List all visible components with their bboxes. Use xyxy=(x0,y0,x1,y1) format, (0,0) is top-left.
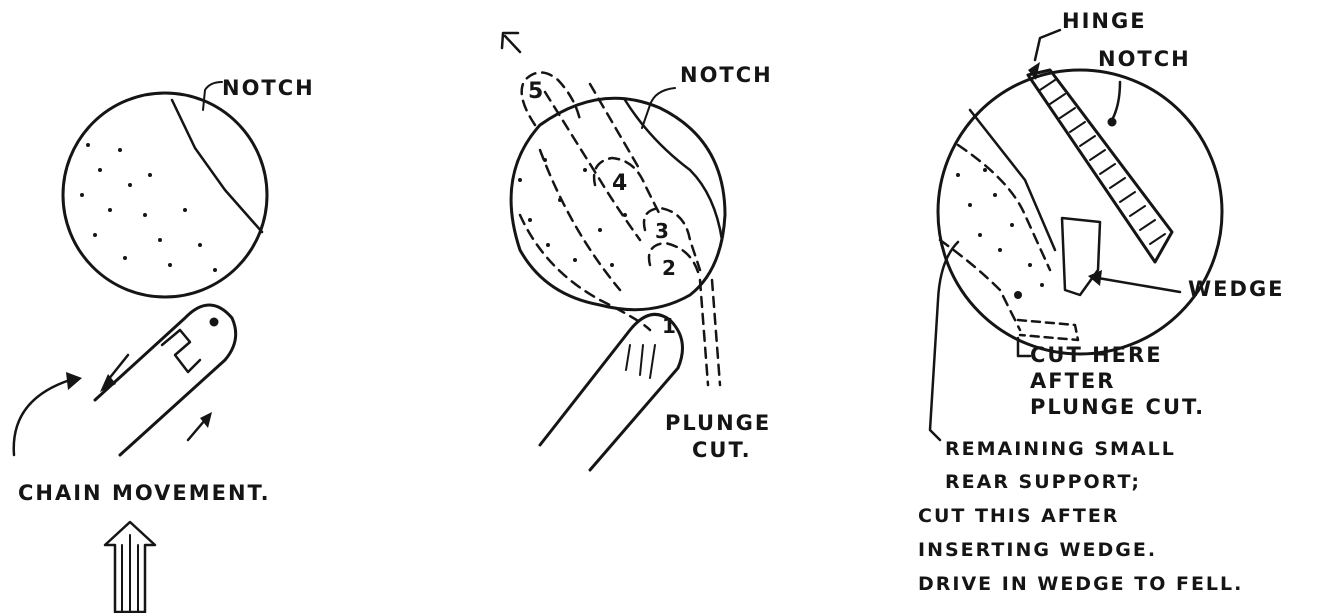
saw-bar-left xyxy=(95,305,236,455)
wood-dots-left xyxy=(80,143,217,272)
step-number-4: 4 xyxy=(612,171,629,196)
curved-dashed-line-2 xyxy=(540,150,620,290)
remaining-line-4: INSERTING WEDGE. xyxy=(918,539,1157,561)
plunge-label-line-1: PLUNGE xyxy=(665,411,771,435)
chain-movement-label: CHAIN MOVEMENT. xyxy=(18,481,271,505)
dashed-cut-line-2 xyxy=(940,240,1020,330)
curved-chain-arrow xyxy=(14,380,70,455)
notch-dot xyxy=(1108,118,1117,127)
rear-support-leader xyxy=(930,242,958,440)
remaining-line-5: DRIVE IN WEDGE TO FELL. xyxy=(918,573,1243,595)
plunge-label-line-2: CUT. xyxy=(692,438,752,462)
notch-label-left: NOTCH xyxy=(222,76,315,100)
withdraw-arrow xyxy=(505,36,520,52)
cut-here-line-3: PLUNGE CUT. xyxy=(1030,395,1205,419)
remaining-line-3: CUT THIS AFTER xyxy=(918,505,1119,527)
step-number-1: 1 xyxy=(662,314,678,338)
notch-label-middle: NOTCH xyxy=(680,63,773,87)
left-panel: NOTCH CHAIN MOVEMENT. xyxy=(14,76,315,612)
saw-tooth-left xyxy=(162,330,200,372)
bar-stripes-middle xyxy=(626,345,655,378)
curved-arrowhead xyxy=(66,372,82,390)
chain-arrow-up xyxy=(188,420,205,440)
hinge-label: HINGE xyxy=(1062,9,1147,33)
notch-label-right: NOTCH xyxy=(1098,47,1191,71)
hinge-leader xyxy=(1035,30,1060,60)
notch-line-left xyxy=(172,100,262,232)
wedge-label: WEDGE xyxy=(1188,277,1285,301)
middle-panel: NOTCH 5 4 3 2 1 PLUNGE CUT. xyxy=(502,33,773,470)
notch-line-middle xyxy=(625,100,722,240)
wedge-shape xyxy=(1062,218,1100,295)
chain-arrow-down xyxy=(108,355,128,380)
arrow-stripes xyxy=(122,535,138,612)
plunge-entry-lines xyxy=(700,280,720,385)
log-cross-section-right xyxy=(938,70,1222,354)
remaining-line-2: REAR SUPPORT; xyxy=(945,471,1141,493)
cut-here-line-2: AFTER xyxy=(1030,369,1115,393)
cut-marker-dot xyxy=(1014,291,1022,299)
step-number-3: 3 xyxy=(655,219,671,243)
wood-dots-middle xyxy=(518,158,627,267)
remaining-line-1: REMAINING SMALL xyxy=(945,438,1176,460)
curved-dashed-line-1 xyxy=(520,215,650,330)
step-number-5: 5 xyxy=(528,79,545,104)
bar-nose-dot xyxy=(210,318,219,327)
right-panel: HINGE NOTCH WEDGE CUT HERE AFTER PLUNGE … xyxy=(918,9,1285,595)
log-cross-section-left xyxy=(63,93,267,297)
notch-leader-right xyxy=(1112,82,1120,120)
cut-here-rect xyxy=(1018,320,1078,340)
hinge-hatching xyxy=(1040,80,1165,244)
wedge-leader xyxy=(1098,278,1180,292)
back-cut-line xyxy=(970,110,1055,250)
cut-here-line-1: CUT HERE xyxy=(1030,343,1163,367)
step-number-2: 2 xyxy=(662,256,678,280)
